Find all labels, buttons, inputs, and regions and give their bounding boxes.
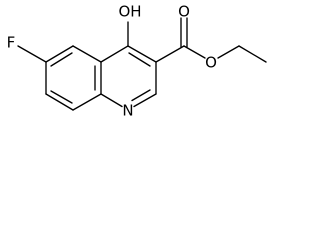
bond-c7-fluorine xyxy=(17,45,47,63)
bond-ch2-ch3 xyxy=(238,45,267,63)
ethyl-ester-group xyxy=(155,17,267,63)
nitrogen-label: N xyxy=(122,102,133,120)
bond-c6-c7 xyxy=(45,45,74,63)
ester-oxygen-label: O xyxy=(205,54,217,72)
carbonyl-oxygen-label: O xyxy=(178,3,190,21)
bond-c4-c3-inner xyxy=(128,52,151,67)
bond-c4a-c4 xyxy=(100,45,129,63)
bond-ester-oxygen-ch2 xyxy=(217,45,240,59)
bond-n1-c8a xyxy=(100,93,123,108)
bond-c2-n1 xyxy=(133,93,157,108)
bond-c2-n1-inner xyxy=(131,89,151,102)
bond-c4-c3 xyxy=(127,45,157,63)
bond-c5-c6 xyxy=(72,45,102,63)
bond-carbonyl-ester-oxygen xyxy=(183,45,206,59)
bond-c8-c9-inner xyxy=(50,90,73,104)
bond-c9-c8a xyxy=(72,93,102,111)
bond-c8-c9 xyxy=(45,93,74,111)
bond-c3-carbonyl-carbon xyxy=(155,45,185,63)
benzene-ring xyxy=(45,45,102,111)
pyridine-ring xyxy=(100,45,157,108)
bond-c6-c7-inner xyxy=(50,52,73,67)
fluorine-label: F xyxy=(7,34,16,52)
chemical-structure-diagram: OH F N O O xyxy=(7,3,267,120)
hydroxyl-label: OH xyxy=(118,3,141,21)
